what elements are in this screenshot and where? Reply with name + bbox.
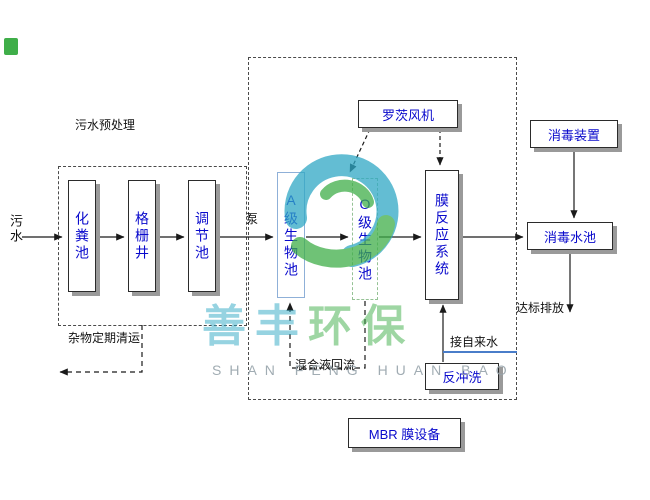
roots-blower-box: 罗茨风机 bbox=[358, 100, 458, 128]
pretreatment-group-frame bbox=[58, 166, 247, 326]
grille-well-box: 格栅井 bbox=[128, 180, 156, 292]
disinfect-pool-label: 消毒水池 bbox=[543, 229, 596, 245]
grille-well-label: 格栅井 bbox=[134, 210, 150, 262]
o-bio-pool-box: O级生物池 bbox=[352, 178, 378, 300]
o-bio-pool-label: O级生物池 bbox=[357, 195, 373, 283]
backwash-box: 反冲洗 bbox=[425, 363, 499, 390]
debris-removal-label: 杂物定期清运 bbox=[68, 331, 141, 345]
regulating-tank-box: 调节池 bbox=[188, 180, 216, 292]
pump-label: 泵 bbox=[246, 212, 259, 226]
mixed-liquor-return-label: 混合液回流 bbox=[295, 358, 356, 372]
bio-system-group-frame bbox=[248, 57, 517, 400]
roots-blower-label: 罗茨风机 bbox=[381, 107, 434, 123]
septic-tank-label: 化粪池 bbox=[74, 210, 90, 262]
tap-water-label: 接自来水 bbox=[450, 335, 499, 349]
disinfect-device-label: 消毒装置 bbox=[547, 127, 600, 143]
a-bio-pool-box: A级生物池 bbox=[277, 172, 305, 298]
backwash-label: 反冲洗 bbox=[442, 370, 482, 385]
membrane-reactor-label: 膜反应系统 bbox=[434, 192, 450, 278]
regulating-tank-label: 调节池 bbox=[194, 210, 210, 262]
disinfect-pool-box: 消毒水池 bbox=[527, 222, 613, 250]
leaf-badge-icon bbox=[4, 38, 18, 55]
pretreatment-label: 污水预处理 bbox=[75, 118, 136, 132]
disinfect-device-box: 消毒装置 bbox=[530, 120, 618, 148]
mbr-equipment-box: MBR 膜设备 bbox=[348, 418, 461, 448]
membrane-reactor-box: 膜反应系统 bbox=[425, 170, 459, 300]
influent-label: 污水 bbox=[8, 214, 23, 244]
mbr-equipment-label: MBR 膜设备 bbox=[368, 426, 441, 442]
discharge-label: 达标排放 bbox=[516, 301, 565, 315]
a-bio-pool-label: A级生物池 bbox=[283, 191, 299, 279]
septic-tank-box: 化粪池 bbox=[68, 180, 96, 292]
